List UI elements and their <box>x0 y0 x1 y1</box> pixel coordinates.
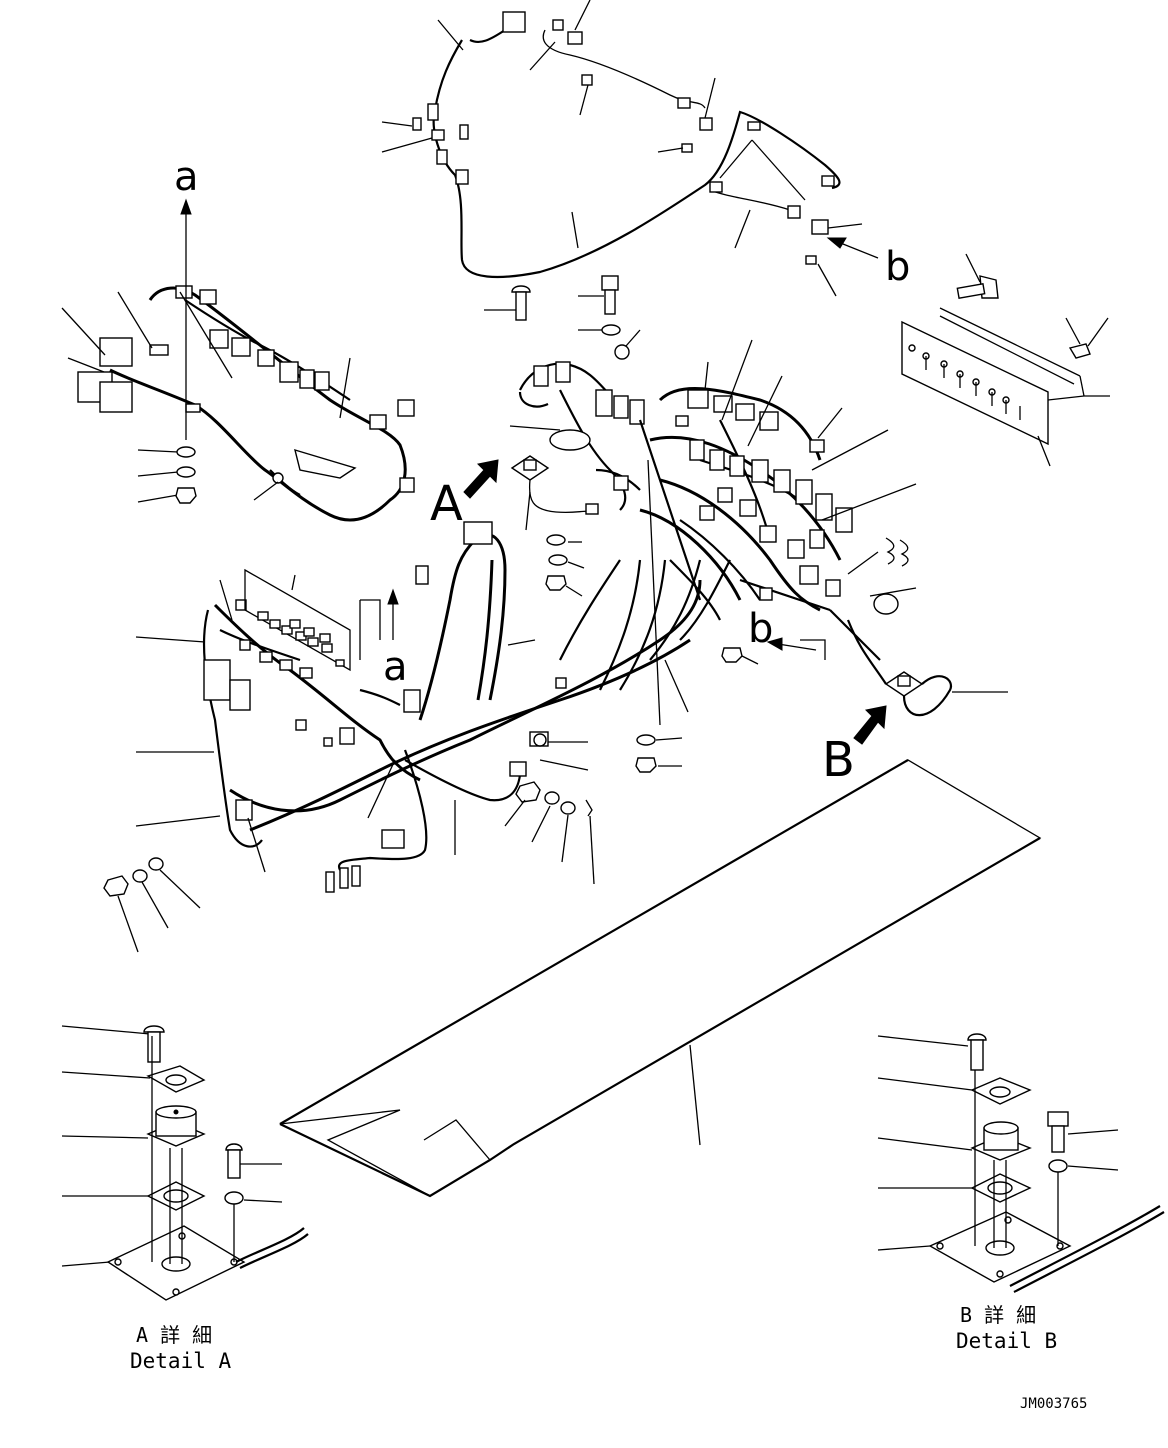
right-terminal-plate <box>901 253 1110 467</box>
detail-a-title-en: Detail A <box>130 1349 232 1373</box>
drawing-number: JM003765 <box>1020 1396 1087 1412</box>
view-label-b-mid: b <box>748 606 773 652</box>
center-lower-hardware <box>504 733 683 885</box>
detail-b-title-en: Detail B <box>956 1329 1057 1353</box>
detail-a-title-jp: A 詳 細 <box>136 1323 212 1347</box>
view-label-a-mid: a <box>383 644 408 690</box>
upper-harness <box>381 0 879 297</box>
center-sensor-cluster <box>484 275 645 597</box>
view-label-B: B <box>822 732 855 788</box>
view-label-a-top: a <box>174 154 199 200</box>
view-arrow-B <box>853 705 887 745</box>
left-lower-hardware <box>103 857 201 953</box>
floor-mat <box>279 759 1042 1198</box>
view-label-b-top: b <box>885 244 910 290</box>
view-label-A: A <box>430 476 463 532</box>
view-arrow-A <box>463 459 499 499</box>
detail-b-title-jp: B 詳 細 <box>960 1303 1036 1327</box>
main-harness <box>135 459 731 893</box>
detail-a-assembly <box>61 1025 309 1301</box>
right-harness-cluster <box>638 339 1008 717</box>
left-upper-harness <box>61 198 415 522</box>
detail-b-assembly <box>877 1033 1165 1293</box>
